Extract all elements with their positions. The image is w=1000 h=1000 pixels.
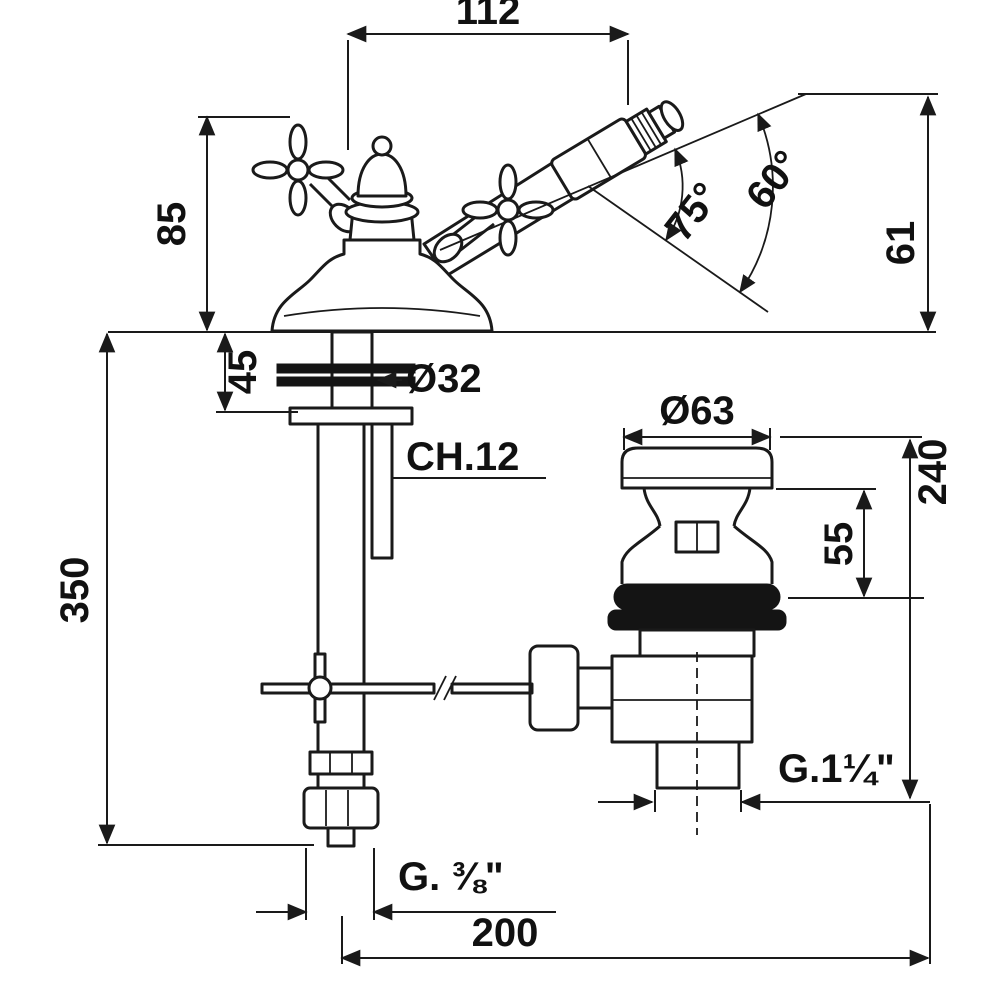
dim-g38-label: G. ⅜" [398, 855, 504, 899]
dim-ch12-label: CH.12 [406, 435, 519, 479]
rubber-washer [613, 583, 781, 611]
dim-g114-label: G.1¼" [778, 747, 895, 791]
waste-flange [620, 446, 774, 490]
dim-112-label: 112 [456, 0, 521, 33]
cross-handle-left [251, 123, 345, 217]
hex-nut [308, 750, 374, 776]
knurled-knob [528, 644, 580, 732]
compression-nut [302, 786, 380, 830]
spray-head [550, 100, 685, 201]
dim-d32-label: Ø32 [406, 357, 482, 401]
rod-pivot-ball [307, 675, 333, 701]
dim-61-label: 61 [879, 221, 923, 266]
cartridge-dome [356, 152, 408, 198]
finial [371, 135, 393, 157]
waste-tailpiece [655, 740, 741, 790]
popup-waste [528, 446, 787, 835]
dim-60deg-label: 60° [738, 143, 810, 218]
rigid-pipe [370, 422, 394, 560]
dim-240-label: 240 [911, 439, 955, 506]
faucet-underdeck [260, 330, 534, 848]
dim-85-label: 85 [150, 202, 194, 247]
dimensions [98, 25, 938, 967]
waste-valve-body [610, 654, 754, 744]
angle-construction [439, 93, 807, 313]
popup-horizontal-rod [260, 682, 436, 695]
dim-200-label: 200 [472, 911, 539, 955]
dimension-labels: 112 85 45 350 61 75° 60° Ø32 CH.12 Ø63 2… [53, 0, 955, 955]
dim-d63-label: Ø63 [659, 389, 735, 433]
dim-55-label: 55 [817, 522, 861, 567]
dim-350-label: 350 [53, 557, 97, 624]
dim-45-label: 45 [221, 350, 265, 395]
aerator-tip [659, 100, 685, 132]
faucet-body [251, 100, 685, 333]
